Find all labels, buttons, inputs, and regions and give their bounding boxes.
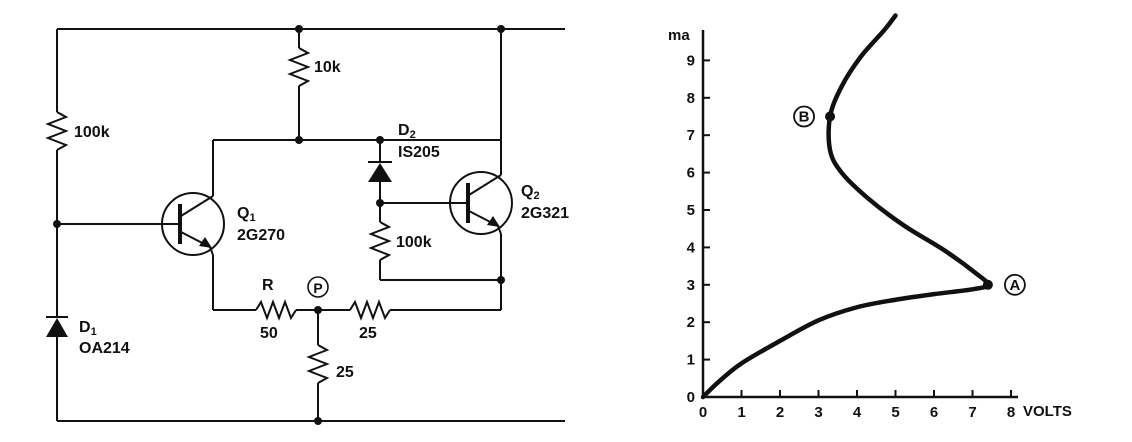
x-tick-label: 5 — [891, 404, 899, 421]
resistor-10k — [287, 25, 311, 144]
transistor-q2 — [449, 29, 513, 310]
q2-name: Q2 — [521, 183, 540, 202]
point-a-circle — [1004, 273, 1026, 296]
x-tick-label: 3 — [814, 404, 822, 421]
diode-d1 — [46, 224, 68, 421]
diode-d2 — [368, 136, 392, 203]
y-tick-label: 8 — [687, 90, 695, 107]
q1-part: 2G270 — [237, 227, 285, 244]
x-axis-label: VOLTS — [1023, 403, 1072, 420]
point-b-label: B — [799, 109, 810, 126]
series-line — [700, 13, 991, 400]
r-top-left-label: 100k — [74, 124, 110, 141]
q2-part: 2G321 — [521, 205, 569, 222]
svg-text:P: P — [313, 280, 322, 296]
x-tick-label: 8 — [1007, 404, 1015, 421]
iv-characteristic-chart: ma VOLTS 0 1 2 3 4 5 6 7 8 0 1 2 3 4 5 6 7 8 9 A B — [668, 13, 1072, 421]
point-b-marker — [825, 111, 836, 122]
resistor-25-right — [318, 299, 501, 321]
y-tick-label: 3 — [687, 277, 695, 294]
d1-name: D1 — [79, 319, 97, 338]
node-p: P — [307, 276, 329, 314]
point-a-marker — [982, 279, 993, 290]
r-mid-right-label: 100k — [396, 234, 432, 251]
d2-name: D2 — [398, 122, 416, 141]
r-bottom-label: 25 — [336, 364, 354, 381]
y-tick-label: 1 — [687, 352, 695, 369]
q1-name: Q1 — [237, 205, 256, 224]
y-tick-label: 7 — [687, 127, 695, 144]
junction-dot — [497, 25, 505, 33]
y-tick-label: 4 — [687, 239, 696, 256]
y-tick-label: 6 — [687, 165, 695, 182]
transistor-q1 — [161, 140, 225, 310]
x-tick-label: 4 — [853, 404, 862, 421]
x-tick-label: 2 — [776, 404, 784, 421]
y-tick-label: 0 — [687, 389, 695, 406]
y-tick-label: 5 — [687, 202, 695, 219]
x-tick-label: 1 — [737, 404, 745, 421]
y-axis-label: ma — [668, 27, 690, 44]
resistor-r-50 — [213, 299, 318, 321]
r-top-mid-label: 10k — [314, 59, 341, 76]
d2-part: IS205 — [398, 144, 440, 161]
resistor-100k-mid — [368, 203, 501, 281]
x-tick-label: 6 — [930, 404, 938, 421]
junction-dot — [497, 276, 505, 284]
r-label: R — [262, 277, 274, 294]
point-a-label: A — [1009, 277, 1020, 294]
x-tick-label: 7 — [968, 404, 976, 421]
d1-part: OA214 — [79, 340, 130, 357]
resistor-25-bottom — [306, 310, 330, 425]
x-tick-label: 0 — [699, 404, 707, 421]
y-tick-label: 2 — [687, 314, 695, 331]
point-b-circle — [793, 105, 815, 128]
y-tick-label: 9 — [687, 52, 695, 69]
circuit-schematic: 100k D1 OA214 Q1 2G270 — [45, 25, 569, 425]
resistor-100k-left — [45, 29, 69, 224]
r-value: 50 — [260, 325, 278, 342]
r-right-label: 25 — [359, 325, 377, 342]
